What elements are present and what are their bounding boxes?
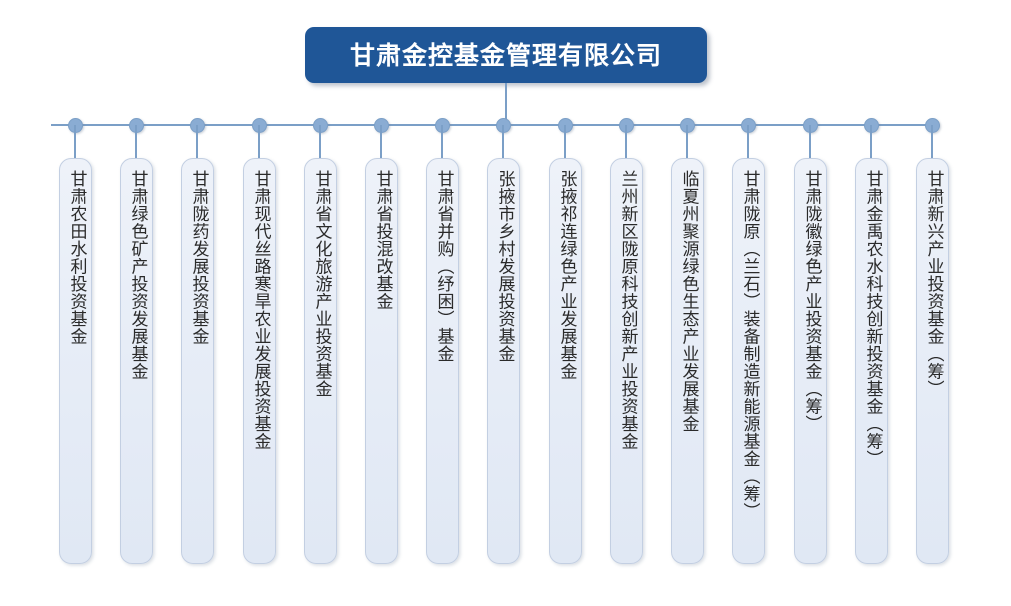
leaf-connector-stem	[686, 125, 688, 158]
leaf-connector-stem	[196, 125, 198, 158]
leaf-node-fund[interactable]: 甘肃现代丝路寒旱农业发展投资基金	[242, 158, 276, 564]
horizontal-connector-bus	[51, 124, 932, 126]
leaf-node-fund[interactable]: 张掖市乡村发展投资基金	[486, 158, 520, 564]
leaf-connector-stem	[870, 125, 872, 158]
leaf-connector-stem	[441, 125, 443, 158]
leaf-node-label: 临夏州聚源绿色生态产业发展基金	[678, 170, 699, 433]
leaf-node-fund[interactable]: 甘肃新兴产业投资基金（筹）	[915, 158, 949, 564]
leaf-node-fund[interactable]: 甘肃农田水利投资基金	[58, 158, 92, 564]
leaf-node-label: 甘肃农田水利投资基金	[66, 170, 87, 345]
leaf-node-label: 甘肃省并购（纾困）基金	[433, 170, 454, 363]
leaf-connector-stem	[380, 125, 382, 158]
leaf-node-fund[interactable]: 临夏州聚源绿色生态产业发展基金	[670, 158, 704, 564]
leaf-node-label: 甘肃新兴产业投资基金（筹）	[923, 170, 944, 398]
leaf-node-label: 甘肃陇徽绿色产业投资基金（筹）	[801, 170, 822, 433]
leaf-node-fund[interactable]: 甘肃绿色矿产投资发展基金	[119, 158, 153, 564]
leaf-node-label: 甘肃绿色矿产投资发展基金	[127, 170, 148, 380]
root-node-company[interactable]: 甘肃金控基金管理有限公司	[305, 27, 707, 83]
leaf-node-label: 甘肃省投混改基金	[372, 170, 393, 310]
leaf-connector-stem	[74, 125, 76, 158]
leaf-node-fund[interactable]: 甘肃金禹农水科技创新投资基金（筹）	[854, 158, 888, 564]
leaf-node-fund[interactable]: 兰州新区陇原科技创新产业投资基金	[609, 158, 643, 564]
leaf-node-label: 甘肃陇原（兰石）装备制造新能源基金（筹）	[739, 170, 760, 520]
leaf-connector-stem	[502, 125, 504, 158]
leaf-connector-stem	[135, 125, 137, 158]
leaf-node-label: 甘肃陇药发展投资基金	[188, 170, 209, 345]
leaf-node-fund[interactable]: 甘肃陇徽绿色产业投资基金（筹）	[793, 158, 827, 564]
leaf-connector-stem	[564, 125, 566, 158]
root-node-label: 甘肃金控基金管理有限公司	[349, 40, 662, 70]
leaf-connector-stem	[747, 125, 749, 158]
leaf-node-fund[interactable]: 张掖祁连绿色产业发展基金	[548, 158, 582, 564]
leaf-node-fund[interactable]: 甘肃省文化旅游产业投资基金	[303, 158, 337, 564]
leaf-node-label: 张掖市乡村发展投资基金	[494, 170, 515, 363]
leaf-connector-stem	[931, 125, 933, 158]
leaf-node-fund[interactable]: 甘肃省并购（纾困）基金	[425, 158, 459, 564]
root-connector-stem	[505, 83, 507, 126]
leaf-connector-stem	[625, 125, 627, 158]
leaf-connector-stem	[319, 125, 321, 158]
leaf-node-label: 甘肃金禹农水科技创新投资基金（筹）	[862, 170, 883, 468]
leaf-node-fund[interactable]: 甘肃陇原（兰石）装备制造新能源基金（筹）	[731, 158, 765, 564]
leaf-node-fund[interactable]: 甘肃陇药发展投资基金	[180, 158, 214, 564]
leaf-node-label: 甘肃现代丝路寒旱农业发展投资基金	[250, 170, 271, 450]
leaf-node-fund[interactable]: 甘肃省投混改基金	[364, 158, 398, 564]
leaf-connector-stem	[258, 125, 260, 158]
leaf-connector-stem	[809, 125, 811, 158]
leaf-node-label: 张掖祁连绿色产业发展基金	[556, 170, 577, 380]
leaf-node-label: 兰州新区陇原科技创新产业投资基金	[617, 170, 638, 450]
leaf-node-label: 甘肃省文化旅游产业投资基金	[311, 170, 332, 398]
